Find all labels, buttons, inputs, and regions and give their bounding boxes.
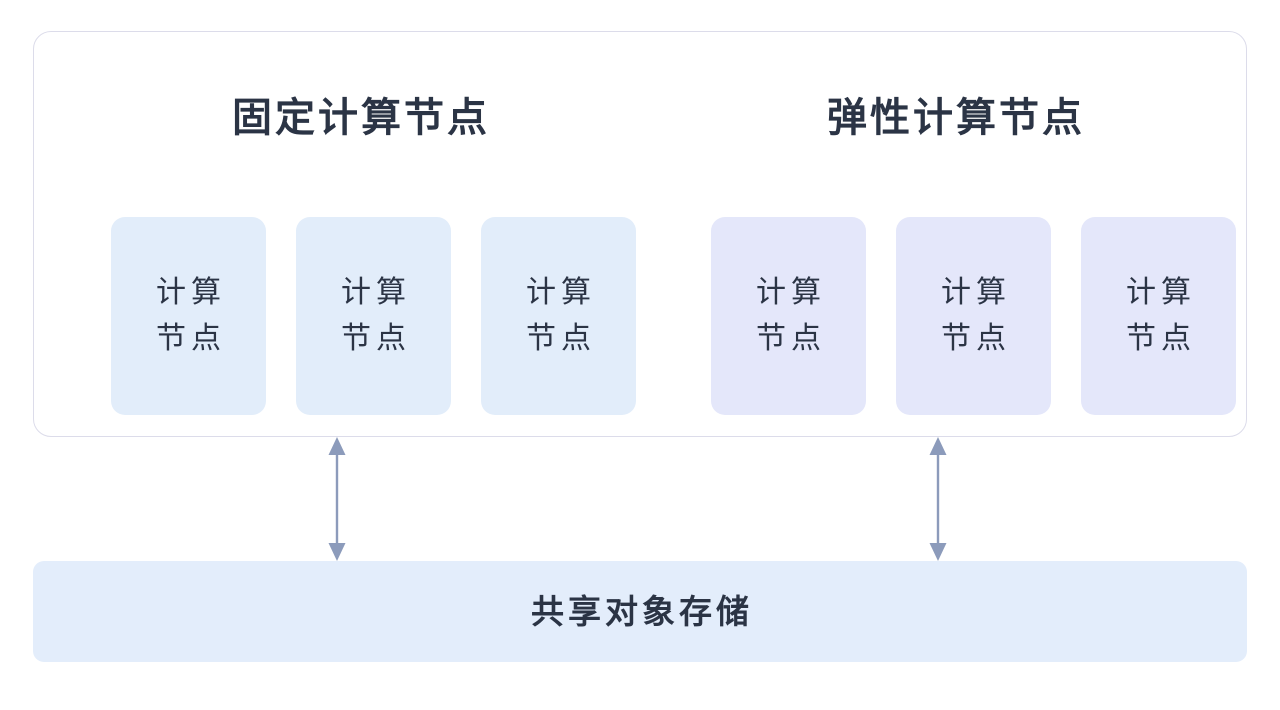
double-arrow-icon-fixed-to-storage [328,437,346,561]
compute-node-label-line2: 节点 [756,322,826,355]
compute-node-label-line1: 计算 [941,276,1011,309]
compute-node-label-line2: 节点 [1126,322,1196,355]
double-arrow-icon-elastic-to-storage [929,437,947,561]
compute-node-label-line1: 计算 [526,276,596,309]
compute-node-label-line2: 节点 [156,322,226,355]
compute-node-card-fixed-1[interactable]: 计算 节点 [111,217,266,415]
compute-node-card-elastic-3[interactable]: 计算 节点 [1081,217,1236,415]
compute-node-label-line1: 计算 [341,276,411,309]
compute-node-label-line1: 计算 [156,276,226,309]
group-title-elastic-compute: 弹性计算节点 [827,96,1085,140]
compute-node-label-line1: 计算 [756,276,826,309]
compute-node-card-elastic-1[interactable]: 计算 节点 [711,217,866,415]
compute-node-label-line2: 节点 [341,322,411,355]
compute-node-card-fixed-2[interactable]: 计算 节点 [296,217,451,415]
group-title-fixed-compute: 固定计算节点 [232,96,490,140]
shared-object-storage-bar[interactable]: 共享对象存储 [33,561,1247,662]
compute-node-label-line2: 节点 [526,322,596,355]
compute-container: 固定计算节点 弹性计算节点 计算 节点 计算 节点 计算 节点 计算 节点 计算… [33,31,1247,437]
compute-node-card-fixed-3[interactable]: 计算 节点 [481,217,636,415]
compute-node-label-line1: 计算 [1126,276,1196,309]
compute-node-card-elastic-2[interactable]: 计算 节点 [896,217,1051,415]
shared-object-storage-label: 共享对象存储 [531,593,753,630]
compute-node-label-line2: 节点 [941,322,1011,355]
